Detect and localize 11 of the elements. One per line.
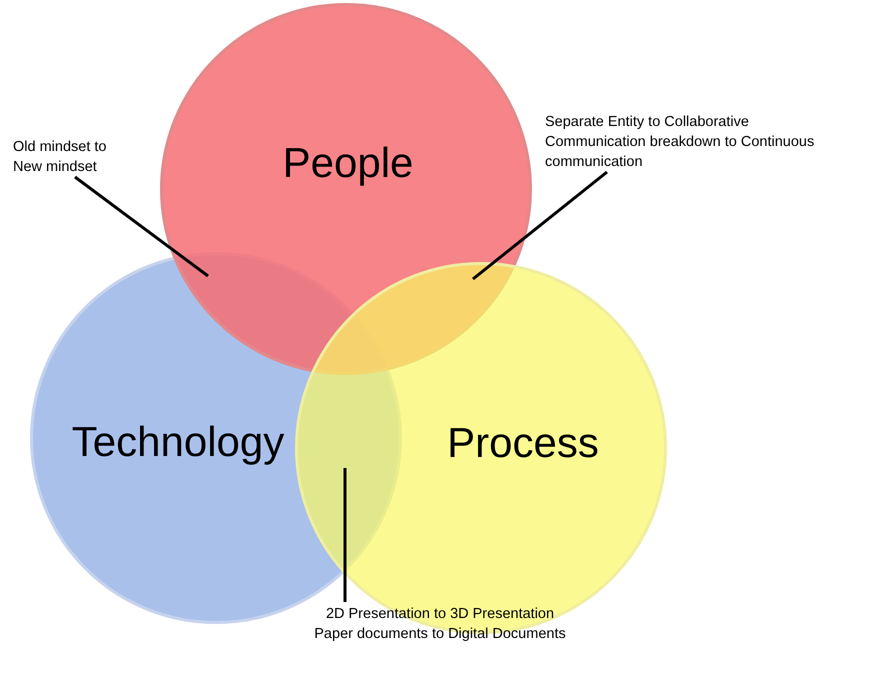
circle-label: Technology <box>72 418 284 466</box>
callout-text: Communication breakdown to Continuous communication <box>545 133 816 172</box>
callout-text: Old mindset to New mindset <box>13 137 128 177</box>
leader-line <box>74 176 209 278</box>
leader-line <box>344 468 346 602</box>
circle-label: People <box>282 139 414 187</box>
callout-text: Separate Entity to Collaborative <box>545 113 750 132</box>
leader-line <box>472 170 608 280</box>
callout-text: 2D Presentation to 3D Presentation <box>324 605 556 624</box>
circle-label: Process <box>447 419 599 467</box>
callout-text: Paper documents to Digital Documents <box>313 625 567 644</box>
